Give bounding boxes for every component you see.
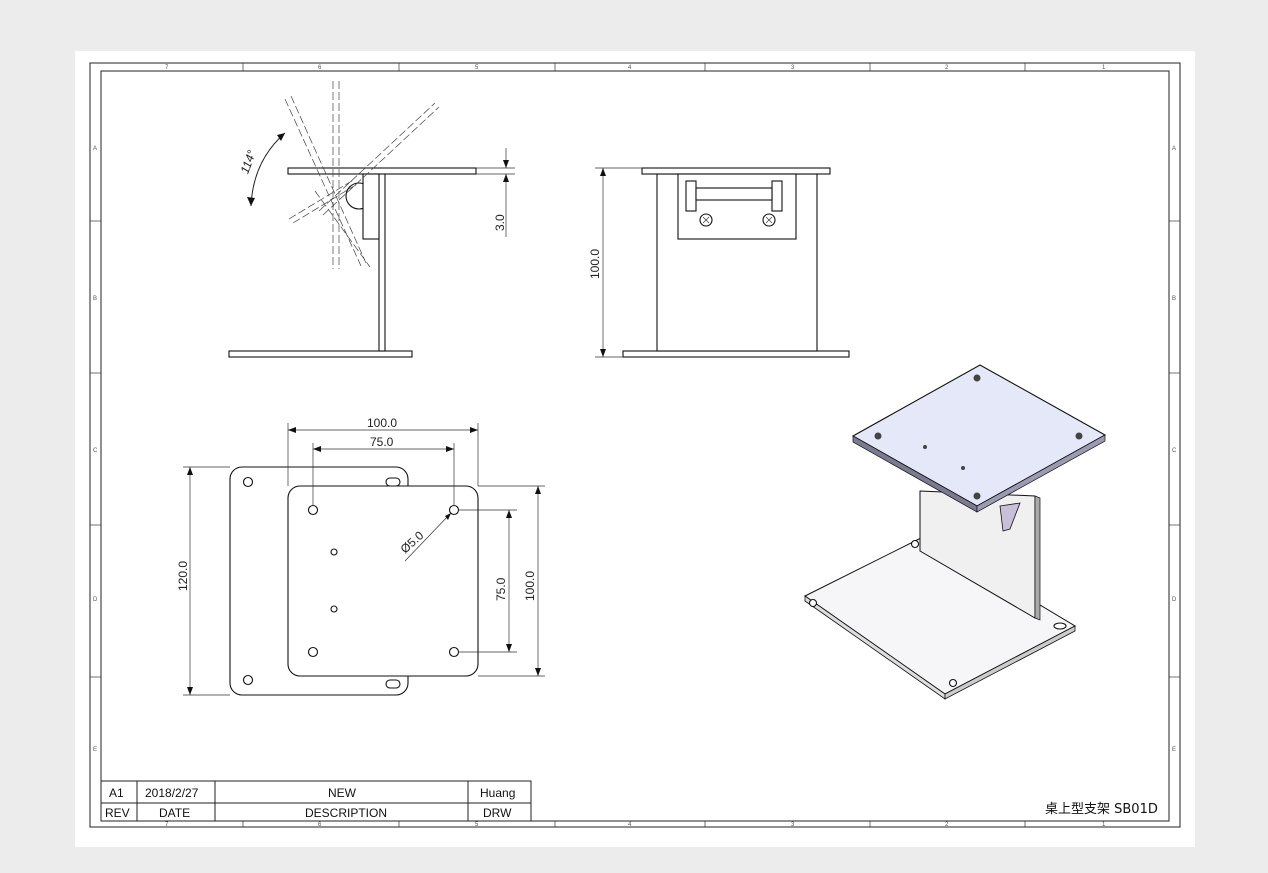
height-dimension: 100.0 — [588, 249, 602, 279]
zone-col-5-bottom: 5 — [475, 822, 479, 828]
zone-col-1-bottom: 1 — [1102, 822, 1106, 828]
drw-header: DRW — [483, 806, 512, 820]
drawing-sheet: 7 6 5 4 3 2 1 7 6 5 4 3 2 1 A B C D E A … — [75, 51, 1195, 847]
zone-row-b-right: B — [1172, 296, 1176, 302]
thickness-dimension: 3.0 — [493, 214, 507, 231]
top-view: 100.0 75.0 Ø5.0 120.0 75.0 100.0 — [176, 416, 545, 696]
date-value: 2018/2/27 — [145, 786, 199, 800]
zone-col-3-bottom: 3 — [791, 822, 795, 828]
zone-col-2-bottom: 2 — [945, 822, 949, 828]
revision-table: A1 2018/2/27 NEW Huang REV DATE DESCRIPT… — [100, 780, 532, 822]
zone-row-b-left: B — [93, 296, 97, 302]
engineering-drawing: 7 6 5 4 3 2 1 7 6 5 4 3 2 1 A B C D E A … — [89, 62, 1181, 828]
date-header: DATE — [159, 806, 190, 820]
zone-col-3-top: 3 — [791, 65, 795, 71]
angle-dimension: 114° — [238, 148, 259, 175]
description-value: NEW — [328, 786, 357, 800]
plate-height-dimension: 100.0 — [523, 571, 537, 601]
drawing-title: 桌上型支架 SB01D — [1045, 802, 1158, 817]
zone-row-c-left: C — [93, 448, 98, 454]
zone-row-d-left: D — [93, 597, 98, 603]
rev-header: REV — [105, 806, 130, 820]
description-header: DESCRIPTION — [305, 806, 387, 820]
zone-row-c-right: C — [1172, 448, 1177, 454]
isometric-view — [804, 364, 1107, 700]
side-view: 114° 3.0 — [228, 81, 515, 358]
width-total-dimension: 100.0 — [367, 416, 397, 430]
zone-row-e-left: E — [93, 747, 97, 753]
base-length-dimension: 120.0 — [176, 561, 190, 591]
inner-border — [100, 70, 1170, 822]
hole-pitch-v-dimension: 75.0 — [494, 577, 508, 601]
zone-row-e-right: E — [1172, 747, 1176, 753]
hole-pitch-h-dimension: 75.0 — [370, 435, 394, 449]
zone-col-1-top: 1 — [1102, 65, 1106, 71]
zone-col-5-top: 5 — [475, 65, 479, 71]
drw-value: Huang — [480, 786, 515, 800]
zone-col-6-bottom: 6 — [318, 822, 322, 828]
zone-row-a-left: A — [93, 146, 97, 152]
zone-row-a-right: A — [1172, 146, 1176, 152]
zone-col-4-top: 4 — [628, 65, 632, 71]
zone-col-6-top: 6 — [318, 65, 322, 71]
zone-col-7-top: 7 — [165, 65, 169, 71]
zone-ticks — [90, 63, 1180, 827]
zone-col-4-bottom: 4 — [628, 822, 632, 828]
zone-col-2-top: 2 — [945, 65, 949, 71]
front-view: 100.0 — [588, 167, 850, 358]
outer-border — [89, 62, 1181, 828]
zone-col-7-bottom: 7 — [165, 822, 169, 828]
zone-row-d-right: D — [1172, 597, 1177, 603]
rev-value: A1 — [109, 786, 124, 800]
zone-labels: 7 6 5 4 3 2 1 7 6 5 4 3 2 1 A B C D E A … — [93, 65, 1177, 828]
